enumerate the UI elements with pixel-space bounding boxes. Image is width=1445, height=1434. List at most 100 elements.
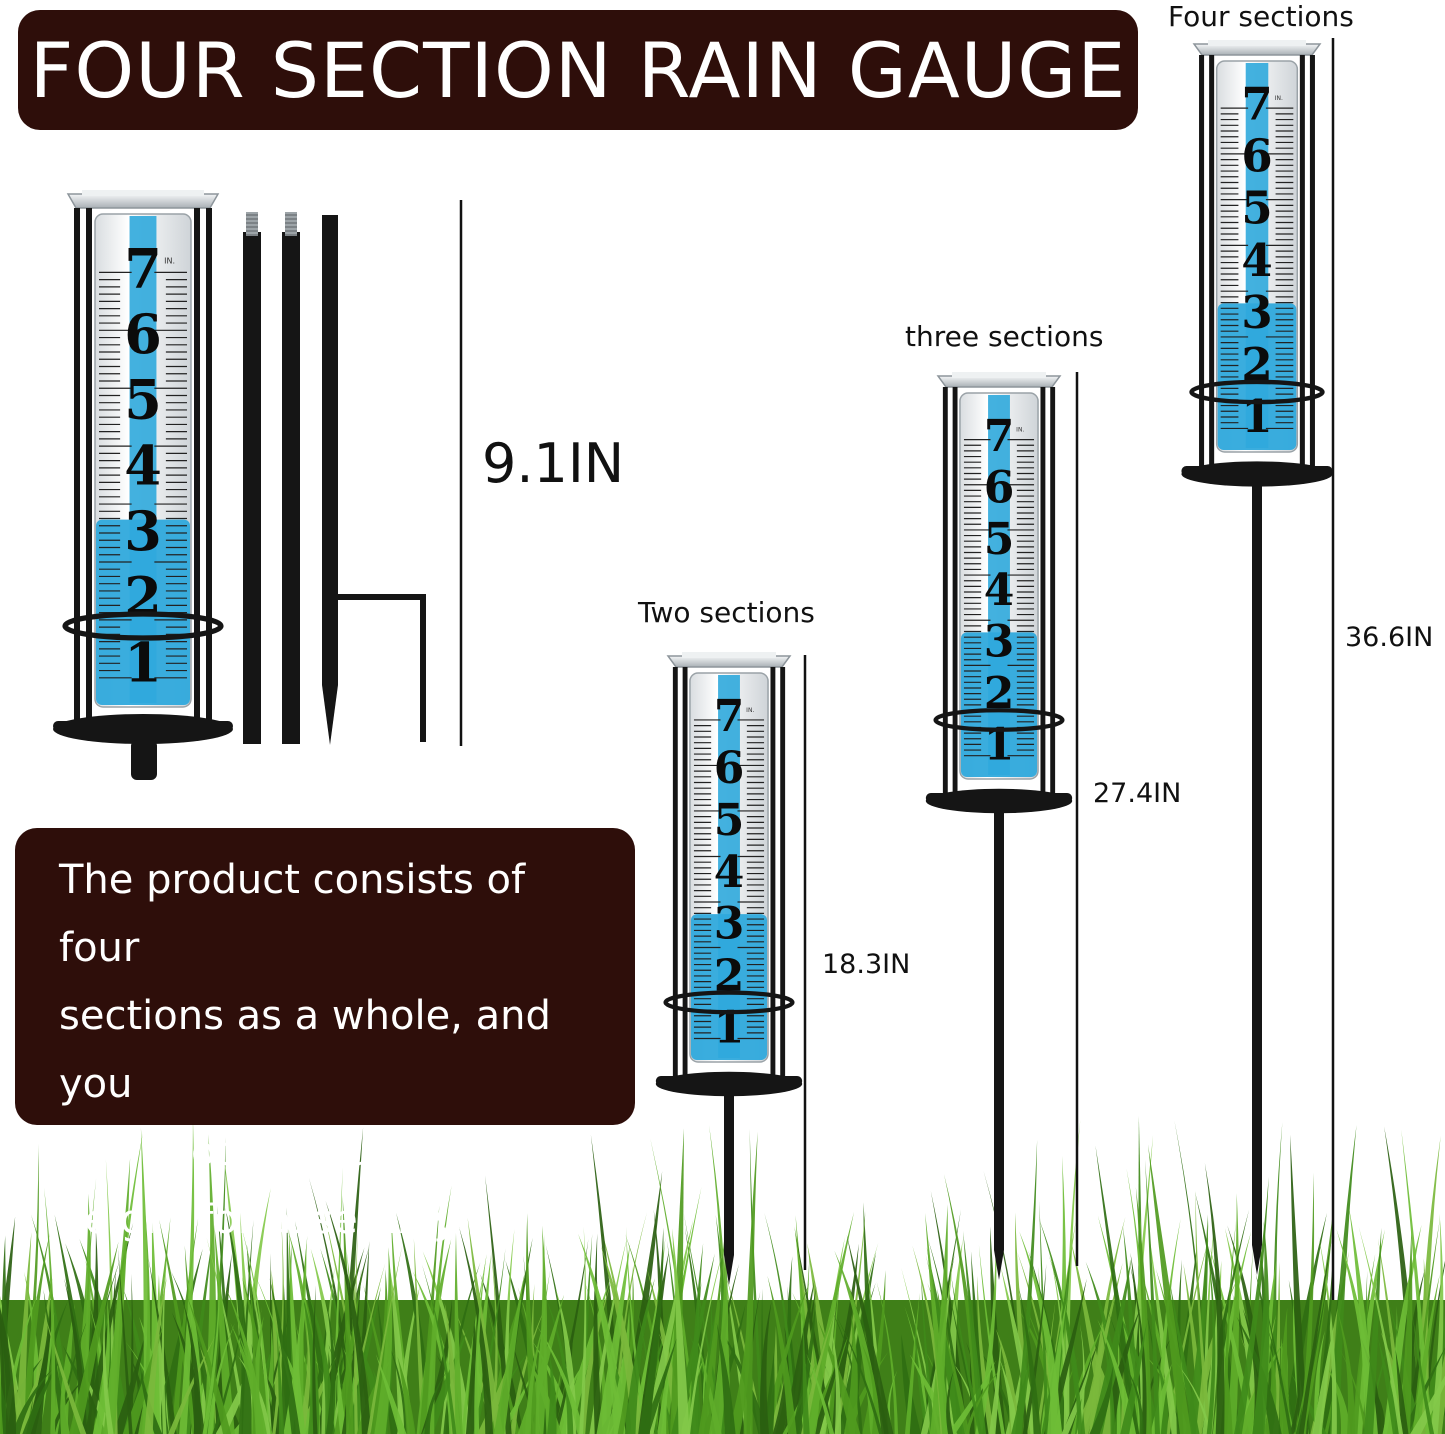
gauge-water [960, 632, 1038, 777]
grass-blade [367, 1245, 403, 1434]
grass-blade [1226, 1193, 1240, 1434]
grass-blade [1412, 1219, 1440, 1434]
grass-blade [0, 1372, 4, 1434]
grass-blade [1412, 1274, 1440, 1434]
gauge-frame [74, 208, 212, 735]
grass-blade [272, 1220, 284, 1434]
grass-blade [625, 1278, 655, 1434]
gauge-number: 1 [124, 631, 162, 695]
foot-bar [338, 594, 426, 742]
gauge-number: 3 [984, 617, 1015, 668]
gauge-number: 6 [124, 302, 162, 366]
grass-blade [1169, 1281, 1200, 1434]
grass-blade [1263, 1294, 1293, 1434]
grass-blade [943, 1174, 982, 1434]
gauge-stake [994, 807, 1004, 1250]
gauge-number: 5 [1241, 182, 1272, 235]
grass-blade [716, 1322, 736, 1434]
description-box: The product consists of four sections as… [15, 828, 635, 1243]
grass-field [0, 1116, 1445, 1434]
grass-blade [1121, 1360, 1144, 1434]
grass-blade [1195, 1190, 1212, 1434]
grass-blade [1054, 1155, 1066, 1434]
gauge-ring [933, 708, 1065, 732]
description-line-2: sections as a whole, and you [59, 993, 551, 1107]
grass-blade [69, 1241, 119, 1434]
gauge-number: 3 [1241, 286, 1272, 339]
grass-blade [1097, 1319, 1136, 1434]
grass-blade [397, 1356, 416, 1434]
grass-blade [1359, 1334, 1382, 1434]
grass-blade [1076, 1323, 1085, 1434]
grass-blade [543, 1234, 551, 1434]
grass-blade [801, 1309, 837, 1434]
grass-blade [846, 1234, 894, 1434]
grass-blade [525, 1213, 540, 1434]
gauge-water [690, 914, 768, 1060]
gauge-number: 6 [1241, 130, 1272, 183]
gauge-number: 5 [124, 368, 162, 432]
variant-four-height: 36.6IN [1345, 622, 1434, 653]
grass-blade [964, 1359, 1011, 1434]
grass-blade [103, 1158, 131, 1434]
grass-blade [428, 1185, 452, 1434]
grass-blade [1289, 1365, 1300, 1434]
grass-blade [662, 1362, 672, 1434]
variant-three-label: three sections [905, 320, 1104, 353]
grass-blade [1318, 1236, 1337, 1434]
gauge-number: 1 [1241, 390, 1272, 443]
grass-blade [1430, 1213, 1444, 1434]
stub-connector [131, 740, 157, 780]
grass-blade [672, 1228, 690, 1434]
grass-blade [1048, 1254, 1083, 1434]
grass-blade [102, 1307, 114, 1434]
gauge-water [1217, 303, 1297, 450]
grass-blade [207, 1322, 235, 1434]
grass-blade [421, 1264, 457, 1434]
grass-blade [831, 1327, 842, 1434]
variant-two-label: Two sections [638, 596, 815, 629]
grass-blade [1281, 1212, 1327, 1434]
gauge-frame [1199, 55, 1315, 480]
gauge-ticks [99, 271, 187, 679]
grass-blade [1363, 1227, 1382, 1434]
description-line-3: can choose your preferred [59, 1129, 587, 1175]
grass-blade [806, 1353, 835, 1434]
grass-blade [1290, 1134, 1309, 1434]
grass-blade [269, 1278, 301, 1434]
grass-blade [606, 1307, 630, 1434]
grass-blade [687, 1237, 727, 1434]
grass-blade [11, 1367, 54, 1434]
gauge-ring [1189, 379, 1325, 405]
gauge-cap [936, 375, 1062, 388]
grass-blade [1336, 1309, 1355, 1434]
grass-blade [1106, 1307, 1138, 1434]
extension-rod-2 [282, 232, 300, 744]
grass-blade [836, 1315, 883, 1434]
grass-blade [321, 1266, 335, 1434]
grass-blade [79, 1228, 99, 1434]
grass-blade [763, 1282, 810, 1434]
gauge-number: 4 [714, 847, 745, 898]
gauge-frame [672, 667, 786, 1090]
grass-blade [171, 1218, 199, 1434]
gauge-ticks [1220, 107, 1294, 430]
grass-blade [1279, 1307, 1292, 1434]
grass-blade [225, 1207, 253, 1434]
gauge-number: 7 [984, 411, 1015, 462]
gauge-unit: IN. [1016, 427, 1024, 434]
grass-blade [596, 1243, 631, 1434]
grass-blade [930, 1190, 968, 1434]
grass-blade [743, 1131, 758, 1434]
grass-blade [1135, 1187, 1152, 1434]
grass-blade [1047, 1297, 1068, 1434]
gauge-cap [1192, 43, 1322, 56]
gauge-ticks [693, 719, 765, 1040]
gauge-ring [663, 990, 795, 1015]
grass-blade [168, 1335, 216, 1434]
grass-blade [1011, 1357, 1031, 1434]
grass-blade [989, 1339, 1002, 1434]
grass-blade [29, 1278, 53, 1434]
